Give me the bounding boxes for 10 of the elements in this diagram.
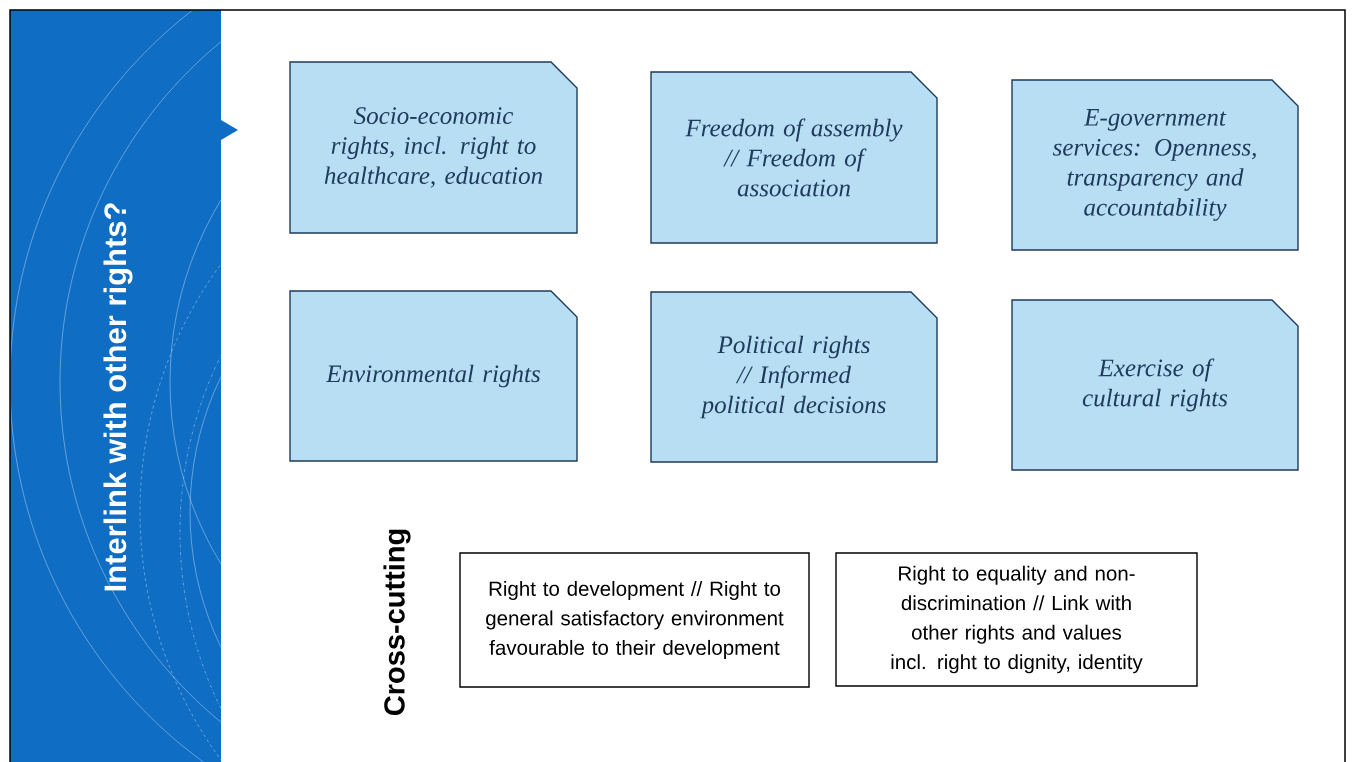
folded-note-box: E-government services: Openness, transparency and accountability (1011, 79, 1299, 251)
folded-note-box: Socio-economic rights, incl. right to healthcare, education (289, 61, 578, 234)
folded-note-box: Political rights // Informed political decisions (650, 291, 938, 463)
folded-note-box: Environmental rights (289, 290, 578, 462)
title: Interlink with other rights? (103, 203, 133, 591)
text-box: Right to development // Right to general satisfactory environment favourable to their development (459, 552, 810, 688)
text-box: Right to equality and non-discrimination // Link with other rights and values incl. right to dignity, identity (835, 552, 1198, 687)
side-label: Cross-cutting (383, 529, 411, 716)
folded-note-box: Exercise of cultural rights (1011, 299, 1299, 471)
folded-note-box: Freedom of assembly // Freedom of association (650, 71, 938, 244)
